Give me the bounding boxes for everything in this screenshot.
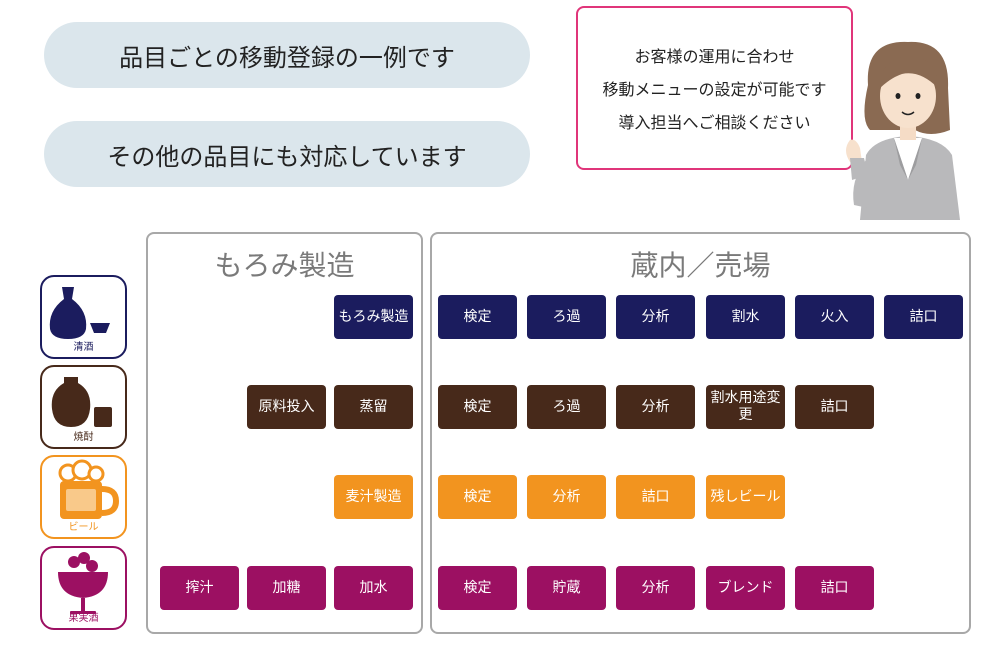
step-beer-analysis[interactable]: 分析 [527, 475, 606, 519]
category-fruit-wine: 果実酒 [40, 546, 127, 630]
headline-pill-2: その他の品目にも対応しています [44, 121, 530, 187]
step-sake-bottling[interactable]: 詰口 [884, 295, 963, 339]
step-beer-inspect[interactable]: 検定 [438, 475, 517, 519]
category-label-sake: 清酒 [42, 338, 125, 353]
step-shochu-bottling[interactable]: 詰口 [795, 385, 874, 429]
category-sake: 清酒 [40, 275, 127, 359]
step-sake-inspect[interactable]: 検定 [438, 295, 517, 339]
headline-text-2: その他の品目にも対応しています [107, 137, 466, 172]
step-sake-dilute[interactable]: 割水 [706, 295, 785, 339]
headline-pill-1: 品目ごとの移動登録の一例です [44, 22, 530, 88]
callout-line-2: 移動メニューの設定が可能です [602, 76, 826, 100]
category-beer: ビール [40, 455, 127, 539]
step-shochu-inspect[interactable]: 検定 [438, 385, 517, 429]
step-shochu-analysis[interactable]: 分析 [616, 385, 695, 429]
step-wine-analysis[interactable]: 分析 [616, 566, 695, 610]
category-label-fruit-wine: 果実酒 [42, 609, 125, 624]
step-wine-press[interactable]: 搾汁 [160, 566, 239, 610]
category-shochu: 焼酎 [40, 365, 127, 449]
step-shochu-raw-input[interactable]: 原料投入 [247, 385, 326, 429]
step-shochu-distill[interactable]: 蒸留 [334, 385, 413, 429]
step-beer-wort[interactable]: 麦汁製造 [334, 475, 413, 519]
category-label-shochu: 焼酎 [42, 428, 125, 443]
callout-line-3: 導入担当へご相談ください [618, 109, 810, 133]
callout-line-1: お客様の運用に合わせ [634, 43, 794, 67]
step-beer-leftover[interactable]: 残しビール [706, 475, 785, 519]
step-sake-analysis[interactable]: 分析 [616, 295, 695, 339]
step-wine-sugar[interactable]: 加糖 [247, 566, 326, 610]
panel-title-moromi: もろみ製造 [148, 244, 421, 284]
step-sake-pasteurize[interactable]: 火入 [795, 295, 874, 339]
presenter-illustration [820, 30, 1000, 220]
step-wine-water[interactable]: 加水 [334, 566, 413, 610]
speech-callout: お客様の運用に合わせ 移動メニューの設定が可能です 導入担当へご相談ください [576, 6, 853, 170]
step-shochu-dilute-change[interactable]: 割水用途変更 [706, 385, 785, 429]
step-sake-moromi[interactable]: もろみ製造 [334, 295, 413, 339]
step-beer-bottling[interactable]: 詰口 [616, 475, 695, 519]
step-wine-blend[interactable]: ブレンド [706, 566, 785, 610]
step-sake-filter[interactable]: ろ過 [527, 295, 606, 339]
panel-title-warehouse: 蔵内／売場 [432, 244, 969, 284]
step-wine-bottling[interactable]: 詰口 [795, 566, 874, 610]
step-shochu-filter[interactable]: ろ過 [527, 385, 606, 429]
category-label-beer: ビール [42, 518, 125, 533]
headline-text-1: 品目ごとの移動登録の一例です [119, 38, 455, 73]
step-wine-storage[interactable]: 貯蔵 [527, 566, 606, 610]
step-wine-inspect[interactable]: 検定 [438, 566, 517, 610]
